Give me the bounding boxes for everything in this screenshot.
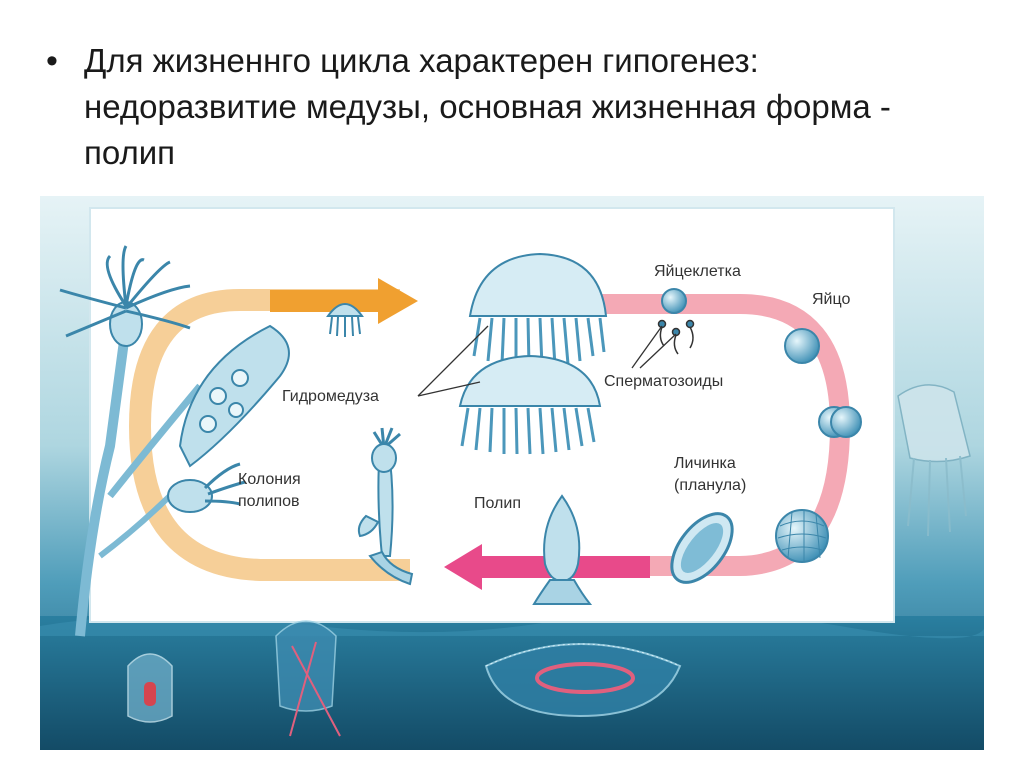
- ocean-jellyfish-icon: [484, 643, 682, 718]
- slide-bullet-point: • Для жизненнго цикла характерен гипоген…: [46, 38, 986, 176]
- hydroid-colony-icon: [59, 245, 290, 637]
- label-larva-line1: Личинка: [674, 455, 736, 472]
- medusa-icon: [458, 354, 602, 455]
- egg-cell-icon: [661, 288, 687, 314]
- hydroid-life-cycle-diagram: Яйцеклетка Яйцо Гидромедуза Сперматозоид…: [40, 196, 984, 750]
- bullet-marker: •: [46, 42, 58, 80]
- young-polyp-icon: [357, 427, 414, 586]
- hydromedusa-pointer-lines: [417, 325, 489, 397]
- sperm-icon: [657, 319, 695, 355]
- label-egg-cell: Яйцеклетка: [654, 263, 741, 280]
- ocean-jellyfish-icon: [897, 384, 971, 537]
- polyp-icon: [532, 494, 593, 605]
- label-hydromedusa: Гидромедуза: [282, 388, 379, 405]
- orange-loop: [128, 289, 410, 581]
- label-colony-line1: Колония: [238, 471, 301, 488]
- label-sperm: Сперматозоиды: [604, 373, 723, 390]
- sperm-pointer-lines: [631, 325, 677, 369]
- planula-icon: [670, 512, 734, 584]
- label-egg: Яйцо: [812, 291, 850, 308]
- cleavage-icon: [818, 406, 862, 438]
- label-colony-line2: полипов: [238, 493, 300, 510]
- zygote-icon: [784, 328, 820, 364]
- ocean-jellyfish-icon: [127, 653, 173, 723]
- label-polyp: Полип: [474, 495, 521, 512]
- slide-text: Для жизненнго цикла характерен гипогенез…: [84, 42, 891, 171]
- small-medusa-icon: [326, 303, 364, 337]
- label-larva-line2: (планула): [674, 477, 746, 494]
- ocean-jellyfish-icon: [275, 620, 341, 737]
- blastula-icon: [775, 509, 829, 563]
